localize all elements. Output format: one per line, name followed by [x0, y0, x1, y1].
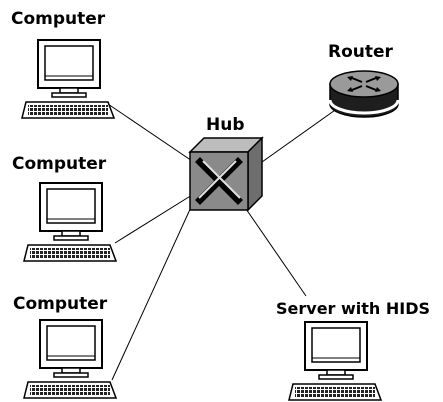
computer-1-label: Computer: [11, 9, 106, 29]
router-icon: [328, 70, 400, 118]
link-computer-3-hub: [111, 204, 193, 381]
link-computer-2-hub: [114, 194, 193, 244]
hub-label: Hub: [206, 115, 245, 135]
router-label: Router: [328, 42, 393, 62]
server-computer-icon: [288, 321, 382, 401]
computer-1-icon: [21, 39, 115, 119]
link-server-hub: [243, 205, 307, 297]
computer-2-label: Computer: [12, 154, 107, 174]
server-label: Server with HIDS: [276, 299, 431, 318]
hub-icon: [188, 136, 264, 212]
computer-3-icon: [23, 319, 117, 399]
computer-2-icon: [23, 182, 117, 262]
connection-lines: [107, 103, 339, 381]
link-router-hub: [261, 107, 339, 163]
computer-3-label: Computer: [13, 294, 108, 314]
link-computer-1-hub: [107, 103, 199, 166]
